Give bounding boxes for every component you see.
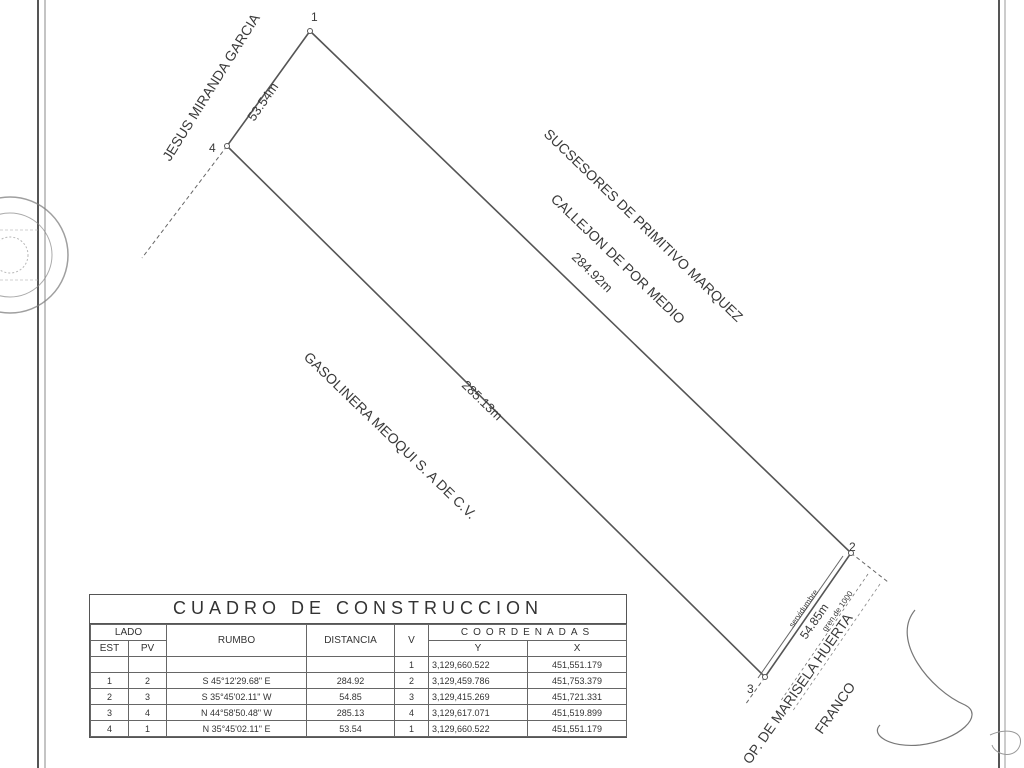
- neighbor-southwest-label: GASOLINERA MEOQUI S. A DE C.V.: [301, 349, 480, 522]
- header-est: EST: [90, 640, 129, 657]
- servitude-line-outer-2: [791, 583, 881, 713]
- cell-x: 451,551.179: [527, 720, 628, 737]
- cell-rumbo: N 35°45'02.11" E: [166, 720, 308, 737]
- cell-x: 451,753.379: [527, 672, 628, 689]
- vertex-marker-4: [224, 143, 230, 149]
- cell-distancia: 284.92: [306, 672, 396, 689]
- cell-x: 451,721.331: [527, 688, 628, 705]
- cell-rumbo: [166, 656, 308, 673]
- vertex-marker-1: [307, 28, 313, 34]
- cell-v: 1: [394, 656, 430, 673]
- cell-v: 1: [394, 720, 430, 737]
- cell-pv: 4: [127, 704, 168, 721]
- vertex-marker-2: [848, 550, 854, 556]
- table-row: 2 3 S 35°45'02.11" W 54.85 3 3,129,415.2…: [90, 688, 628, 705]
- table-row-initial: 1 3,129,660.522 451,551.179: [90, 656, 628, 673]
- vertex-label-4: 4: [209, 141, 216, 155]
- cell-pv: [127, 656, 168, 673]
- header-lado: LADO: [89, 624, 168, 641]
- header-x: X: [527, 640, 628, 657]
- distance-label-southwest: 285.13m: [459, 377, 506, 423]
- cell-distancia: 53.54: [306, 720, 396, 737]
- cell-y: 3,129,617.071: [428, 704, 529, 721]
- cell-v: 4: [394, 704, 430, 721]
- cell-est: 1: [90, 672, 129, 689]
- vertex-label-3: 3: [747, 682, 754, 696]
- handwritten-signature: [876, 609, 973, 747]
- cell-pv: 1: [127, 720, 168, 737]
- header-pv: PV: [127, 640, 168, 657]
- boundary-extension-northwest: [141, 145, 228, 259]
- cell-v: 3: [394, 688, 430, 705]
- cell-y: 3,129,660.522: [428, 720, 529, 737]
- cell-rumbo: S 45°12'29.68" E: [166, 672, 308, 689]
- header-coordenadas: COORDENADAS: [428, 624, 628, 641]
- property-boundary: [225, 29, 853, 679]
- vertex-label-1: 1: [311, 10, 318, 24]
- header-y: Y: [428, 640, 529, 657]
- table-subheader-row: EST PV Y X: [90, 640, 628, 657]
- cell-est: 4: [90, 720, 129, 737]
- cell-y: 3,129,415.269: [428, 688, 529, 705]
- vertex-marker-3: [762, 674, 768, 680]
- cell-est: 3: [90, 704, 129, 721]
- cell-distancia: [306, 656, 396, 673]
- cell-est: 2: [90, 688, 129, 705]
- cell-rumbo: N 44°58'50.48" W: [166, 704, 308, 721]
- neighbor-southeast-sublabel: FRANCO: [811, 679, 858, 737]
- header-distancia: DISTANCIA: [306, 624, 396, 657]
- cell-y: 3,129,459.786: [428, 672, 529, 689]
- cell-rumbo: S 35°45'02.11" W: [166, 688, 308, 705]
- vertex-label-2: 2: [849, 540, 856, 554]
- cell-v: 2: [394, 672, 430, 689]
- cell-est: [90, 656, 129, 673]
- construction-table: CUADRO DE CONSTRUCCION LADO RUMBO DISTAN…: [89, 594, 628, 738]
- signature-mark-edge: [989, 730, 1021, 755]
- table-row: 1 2 S 45°12'29.68" E 284.92 2 3,129,459.…: [90, 672, 628, 689]
- header-rumbo: RUMBO: [166, 624, 308, 657]
- table-row: 4 1 N 35°45'02.11" E 53.54 1 3,129,660.5…: [90, 720, 628, 737]
- table-header-row: LADO RUMBO DISTANCIA V COORDENADAS: [89, 624, 628, 657]
- distance-label-northwest: 53.54m: [244, 80, 281, 124]
- boundary-extension-south: [744, 676, 766, 706]
- cell-y: 3,129,660.522: [428, 656, 529, 673]
- cell-distancia: 54.85: [306, 688, 396, 705]
- table-row: 3 4 N 44°58'50.48" W 285.13 4 3,129,617.…: [90, 704, 628, 721]
- cell-x: 451,551.179: [527, 656, 628, 673]
- cell-x: 451,519.899: [527, 704, 628, 721]
- cell-pv: 2: [127, 672, 168, 689]
- cell-pv: 3: [127, 688, 168, 705]
- cell-distancia: 285.13: [306, 704, 396, 721]
- official-seal-stamp: [0, 196, 69, 314]
- boundary-extension-east: [850, 552, 889, 583]
- construction-table-grid: LADO RUMBO DISTANCIA V COORDENADAS EST P…: [89, 624, 628, 737]
- servitude-line-outer: [779, 573, 869, 703]
- construction-table-title: CUADRO DE CONSTRUCCION: [90, 595, 626, 624]
- neighbor-northeast-label: SUCSESORES DE PRIMITIVO MARQUEZ: [541, 126, 747, 325]
- servitude-line-inner: [757, 555, 844, 679]
- header-v: V: [394, 624, 430, 657]
